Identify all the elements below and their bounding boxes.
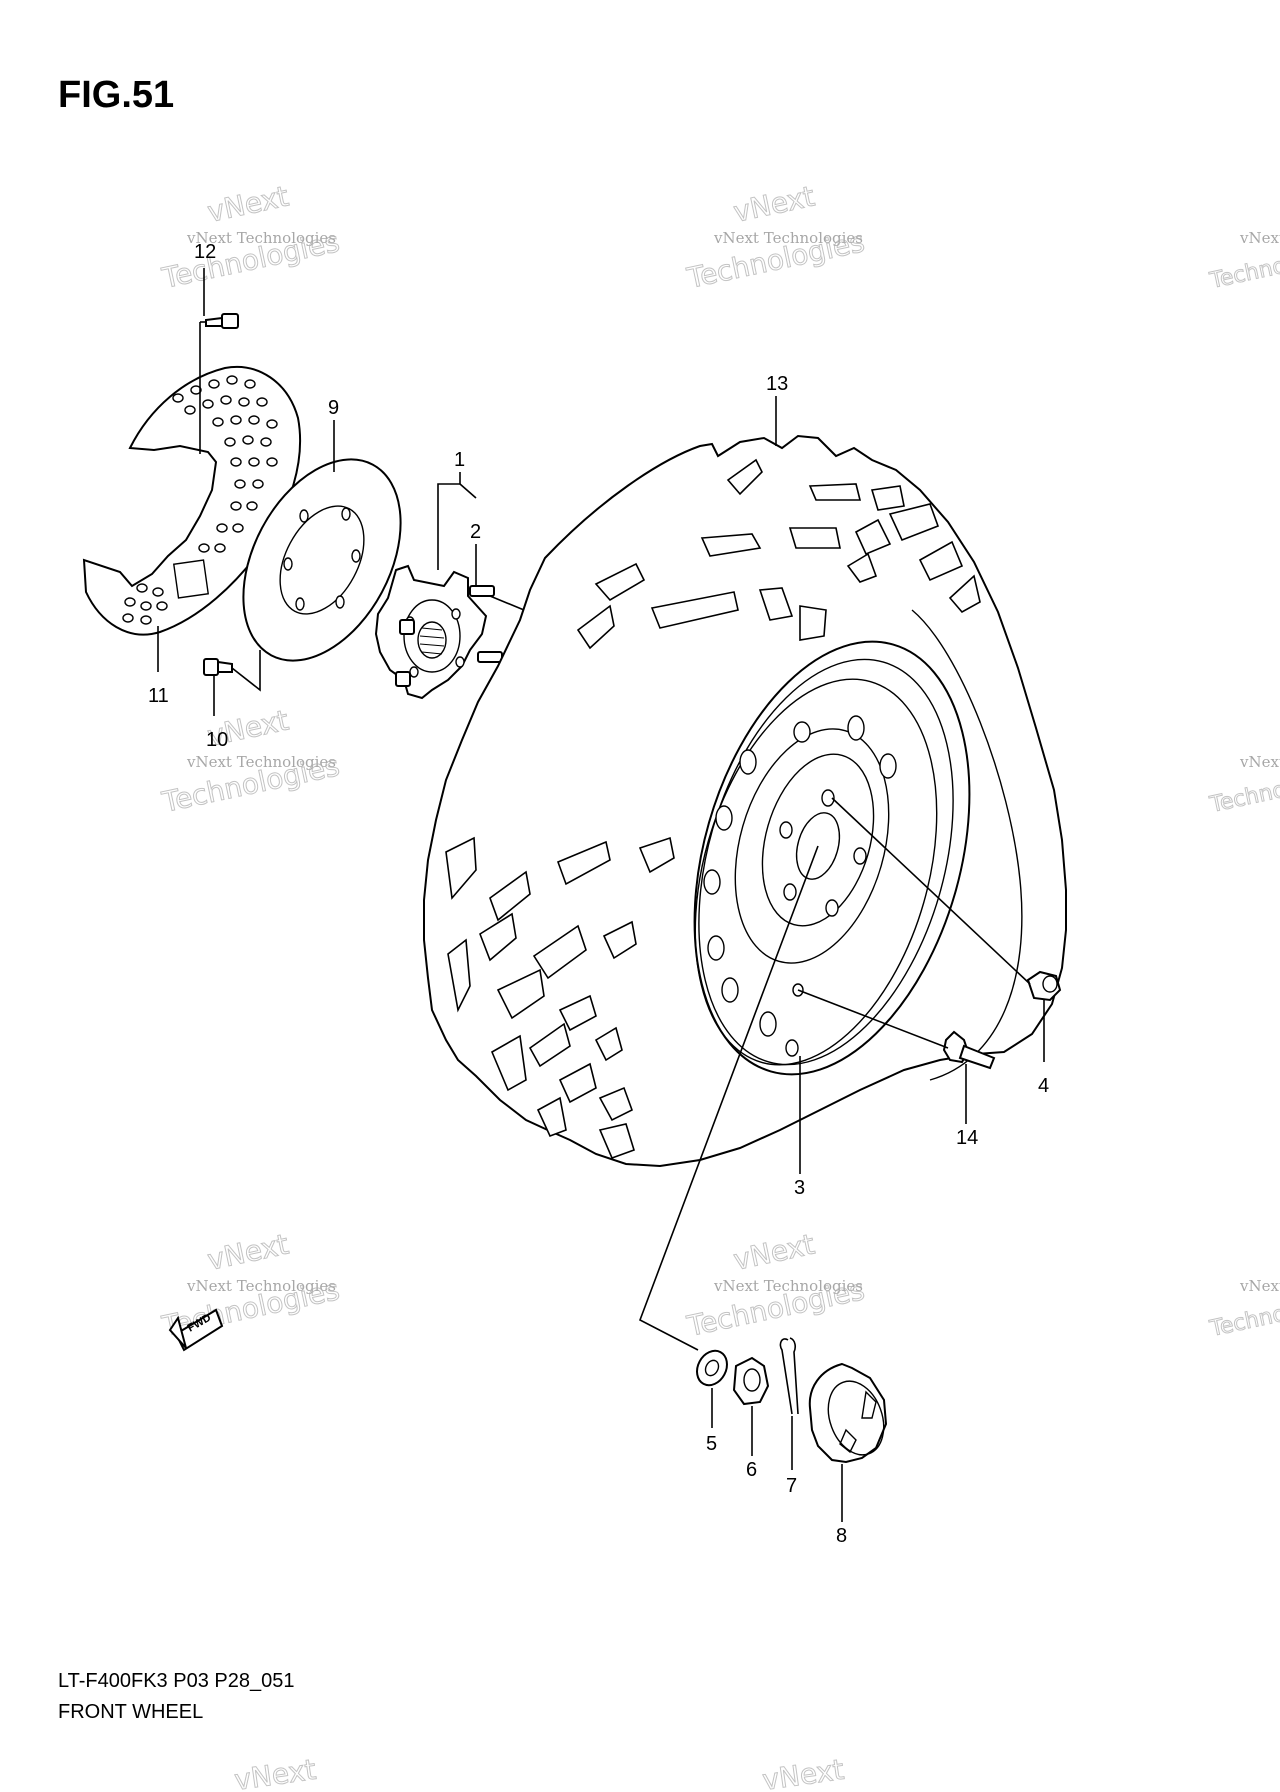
callout-6: 6 (746, 1459, 757, 1481)
leader-lines (157, 268, 1045, 1522)
svg-text:Technologies: Technologies (1207, 1288, 1280, 1342)
svg-text:vNext Technologies: vNext Technologies (186, 753, 336, 771)
callout-2: 2 (470, 521, 481, 543)
watermark-top-center: vNext vNext Technologies Technologies (683, 179, 868, 295)
callout-8: 8 (836, 1525, 847, 1547)
wheel-hub-part-1 (374, 564, 488, 700)
svg-text:vNext: vNext (205, 1228, 292, 1277)
tread-blocks (445, 458, 981, 1160)
wheel-rim-part-3 (693, 640, 971, 1076)
watermark-low-center: vNext vNext Technologies Technologies (683, 1227, 868, 1343)
callout-5: 5 (706, 1433, 717, 1455)
svg-text:vNext Technologies: vNext Technologies (713, 1277, 863, 1295)
watermark-top-left: vNext vNext Technologies Technologies (158, 179, 343, 295)
svg-text:vNext Technologies: vNext Technologies (713, 229, 863, 247)
svg-text:vNext: vNext (232, 1753, 318, 1792)
callout-10: 10 (206, 729, 228, 751)
callout-11: 11 (148, 685, 169, 707)
svg-text:vNext: vNext (760, 1753, 846, 1792)
forward-direction-arrow: FWD (168, 1308, 224, 1352)
watermark-bottom-edge: vNext vNext (232, 1752, 847, 1792)
callout-3: 3 (794, 1177, 805, 1199)
callout-14: 14 (956, 1127, 978, 1149)
svg-text:vNext: vNext (731, 180, 818, 229)
wheel-nut-part-4 (1026, 970, 1062, 1002)
washer-part-5 (696, 1349, 728, 1387)
svg-text:vNext Technologies: vNext Technologies (1239, 1277, 1280, 1295)
castle-nut-part-6 (732, 1356, 770, 1406)
figure-title: FIG.51 (58, 74, 175, 116)
brake-disc-part-9 (242, 458, 402, 662)
svg-text:vNext Technologies: vNext Technologies (1239, 229, 1280, 247)
rim-vent-holes (703, 715, 897, 1057)
callout-labels: 12 9 1 2 13 11 10 4 14 3 5 6 7 8 (148, 241, 1049, 1547)
hub-cap-part-8 (808, 1362, 888, 1464)
callout-7: 7 (786, 1475, 797, 1497)
svg-text:vNext: vNext (205, 180, 292, 229)
valve-part-14 (942, 1030, 996, 1070)
callout-9: 9 (328, 397, 339, 419)
watermark-mid-left: vNext vNext Technologies Technologies (158, 703, 343, 819)
cotter-pin-part-7 (779, 1337, 799, 1415)
svg-text:Technologies: Technologies (1207, 240, 1280, 294)
svg-text:Technologies: Technologies (1207, 764, 1280, 818)
callout-12: 12 (194, 241, 216, 263)
wheel-stud-part-2 (395, 585, 503, 687)
svg-text:vNext Technologies: vNext Technologies (186, 1277, 336, 1295)
svg-text:vNext Technologies: vNext Technologies (186, 229, 336, 247)
svg-text:vNext Technologies: vNext Technologies (1239, 753, 1280, 771)
bolt-part-12 (200, 313, 239, 329)
svg-text:vNext: vNext (731, 1228, 818, 1277)
callout-1: 1 (454, 449, 465, 471)
cover-holes (122, 375, 278, 625)
callout-13: 13 (766, 373, 788, 395)
hub-spline (419, 627, 445, 655)
rim-stud-holes (779, 789, 867, 917)
bolt-part-10 (203, 658, 233, 676)
watermark-right-edge: vNext Technologies Technologies vNext Te… (1207, 229, 1280, 1343)
diagram-name: FRONT WHEEL (58, 1701, 204, 1723)
diagram-code: LT-F400FK3 P03 P28_051 (58, 1670, 295, 1692)
callout-4: 4 (1038, 1075, 1049, 1097)
